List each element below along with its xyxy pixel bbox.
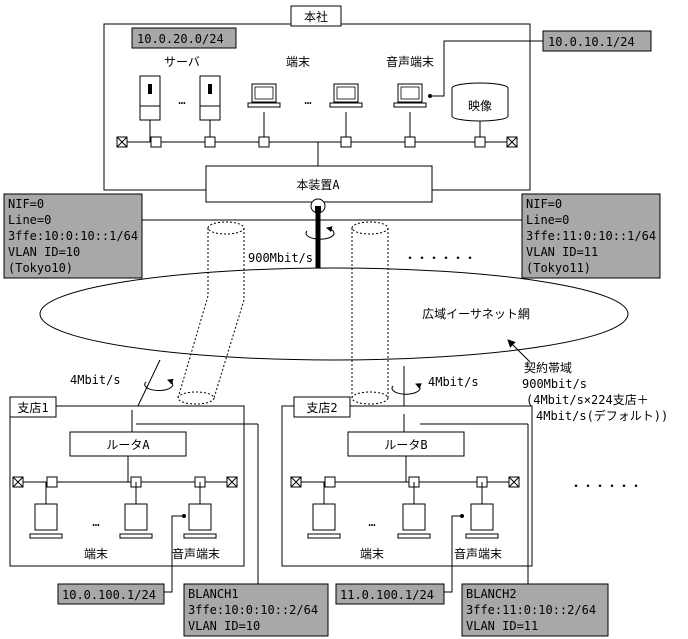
hq-subnet: 10.0.20.0/24 — [137, 32, 224, 46]
terminal-ellipsis: … — [304, 93, 311, 107]
hq-title-box — [290, 5, 342, 27]
branch1-ip-box — [57, 583, 165, 605]
video-storage-icon: 映像 — [451, 82, 509, 122]
branch1-terminal-label: 端末 — [84, 547, 108, 561]
branch2-site: 4Mbit/s 支店2 ルータB … 端末 音声端末 11.0.100.1/24… — [281, 366, 609, 637]
voice-ip: 10.0.10.1/24 — [548, 35, 635, 49]
more-branches-dots: ・・・・・・ — [404, 251, 476, 265]
wan-cloud — [39, 267, 629, 361]
branch2-ellipsis: … — [368, 515, 375, 529]
hq-subnet-box — [131, 27, 237, 49]
branch1-voice-terminal — [183, 503, 217, 539]
branch2-info-text: BLANCH2 3ffe:11:0:10::2/64 VLAN ID=11 — [466, 587, 603, 633]
tunnel-branch2 — [351, 221, 389, 405]
branch2-ip-box — [335, 583, 445, 605]
branch2-voice-label: 音声端末 — [454, 546, 502, 561]
branch2-terminal-label: 端末 — [360, 547, 384, 561]
branch1-ellipsis: … — [92, 515, 99, 529]
device-label: 本装置A — [296, 178, 340, 192]
server-ellipsis: … — [178, 93, 185, 107]
router-a-label: ルータA — [106, 438, 150, 452]
left-info-text: NIF=0 Line=0 3ffe:10:0:10::1/64 VLAN ID=… — [8, 197, 145, 275]
branch1-info-text: BLANCH1 3ffe:10:0:10::2/64 VLAN ID=10 — [188, 587, 325, 633]
server-2 — [199, 75, 221, 121]
branch2-voice-terminal — [465, 503, 499, 539]
router-a-box — [69, 431, 187, 457]
contract-text: 契約帯域 900Mbit/s (4Mbit/s×224支店＋ 4Mbit/s(デ… — [522, 360, 668, 423]
right-info-text: NIF=0 Line=0 3ffe:11:0:10::1/64 VLAN ID=… — [526, 197, 663, 275]
hq-voice-terminal — [393, 83, 427, 108]
right-info-box — [521, 193, 661, 279]
branch1-info-box — [183, 583, 329, 637]
branch2-info-box — [461, 583, 609, 637]
server-1 — [139, 75, 161, 121]
uplink-speed: 900Mbit/s — [248, 251, 313, 265]
branch2-title: 支店2 — [306, 401, 337, 415]
router-b-label: ルータB — [384, 438, 427, 452]
branch2-frame — [281, 405, 533, 567]
wan-label: 広域イーサネット網 — [422, 307, 530, 321]
branch1-site: 4Mbit/s 支店1 ルータA … 端末 音声端末 10.0.100.1/24… — [9, 359, 329, 637]
server-label: サーバ — [164, 55, 200, 69]
left-info-box — [3, 193, 143, 279]
branch2-ip: 11.0.100.1/24 — [340, 588, 434, 602]
hq-site: 本社 10.0.20.0/24 10.0.10.1/24 サーバ 端末 音声端末… — [103, 5, 652, 191]
hq-terminal-label: 端末 — [286, 55, 310, 69]
hq-title: 本社 — [304, 9, 328, 24]
branch2-speed: 4Mbit/s — [428, 375, 479, 389]
video-label: 映像 — [468, 99, 492, 113]
more-branches-dots-bottom: ・・・・・・ — [570, 479, 642, 493]
hq-voice-label: 音声端末 — [386, 54, 434, 69]
branch1-voice-label: 音声端末 — [172, 546, 220, 561]
branch1-frame — [9, 405, 245, 567]
branch1-title: 支店1 — [17, 401, 48, 415]
hq-terminal-1 — [247, 83, 281, 108]
hq-terminal-2 — [329, 83, 363, 108]
tunnel-branch1 — [177, 221, 245, 405]
branch1-speed: 4Mbit/s — [70, 373, 121, 387]
router-b-box — [347, 431, 465, 457]
branch1-ip: 10.0.100.1/24 — [62, 588, 156, 602]
